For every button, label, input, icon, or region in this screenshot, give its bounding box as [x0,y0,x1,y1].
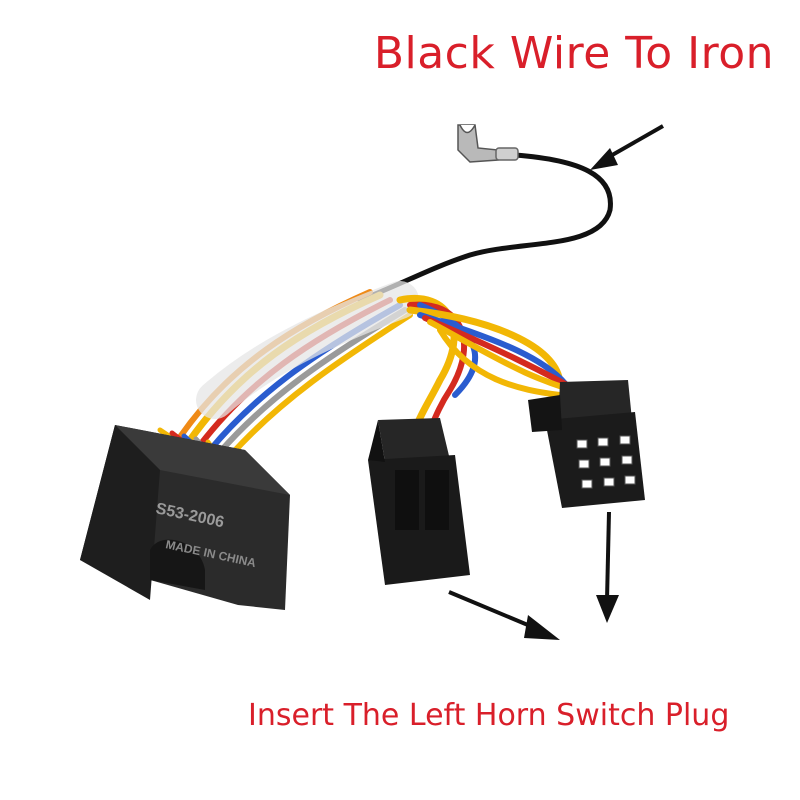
wire-sleeve [196,281,419,419]
connector-wires [396,295,593,434]
male-plug-connector [368,418,470,585]
female-socket-connector [528,380,645,508]
ring-terminal [457,124,519,163]
arrow-to-black-wire [590,124,664,170]
arrow-down-plug [448,590,560,640]
control-module: S53-2006 MADE IN CHINA [80,425,290,610]
black-ground-wire [357,152,613,303]
arrow-down-socket [596,511,619,623]
horn-plug-annotation: Insert The Left Horn Switch Plug [248,698,730,733]
black-wire-annotation: Black Wire To Iron [373,28,774,79]
